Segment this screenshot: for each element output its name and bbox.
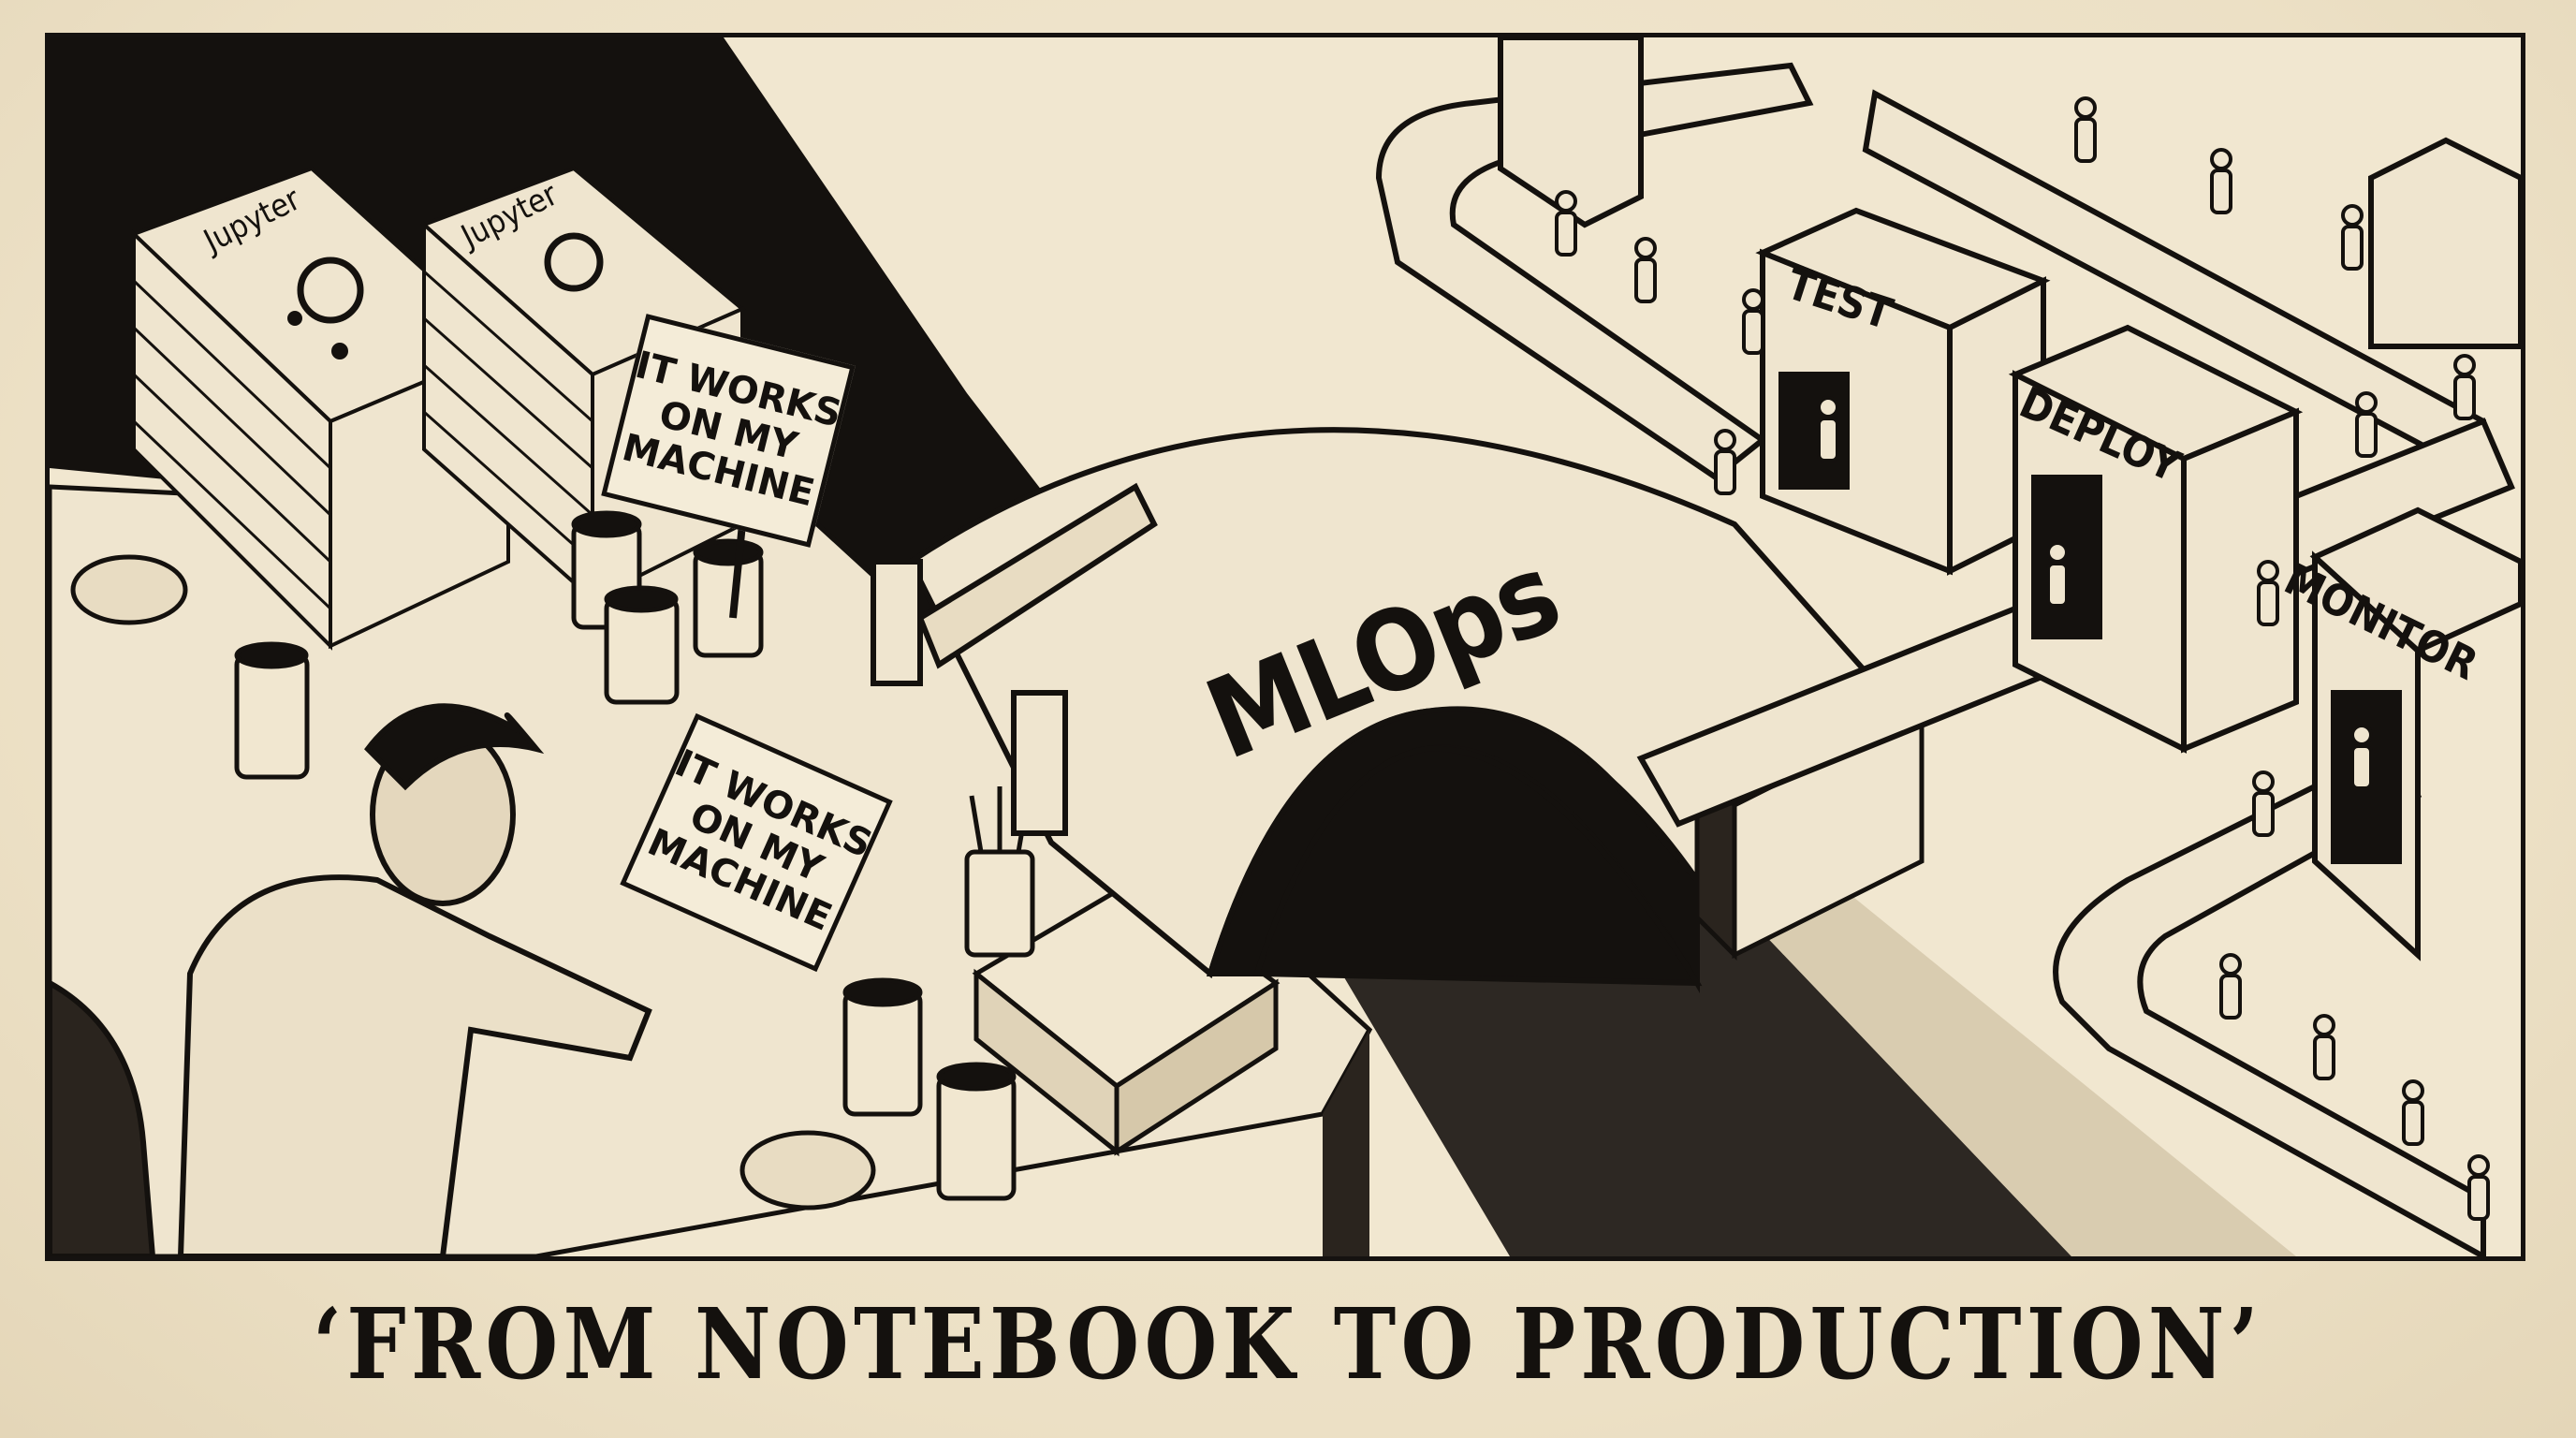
pencil-cup [964,786,1035,958]
stick-figure-workers [1555,96,2490,1221]
data-scientist [177,703,652,1256]
chair [50,979,156,1256]
illustration-panel: Jupyter Jupyter IT WORKS ON MY MACHINE I… [45,33,2525,1261]
ashtrays [70,554,876,1211]
notebook-stack-1 [130,166,512,651]
coffee-mugs [234,510,1017,1201]
mlops-bridge [871,427,1889,993]
sign-text-1: IT WORKS ON MY MACHINE [618,343,846,516]
desk-side [1323,1030,1369,1256]
caption-title: ‘FROM NOTEBOOK TO PRODUCTION’ [312,1285,2264,1401]
